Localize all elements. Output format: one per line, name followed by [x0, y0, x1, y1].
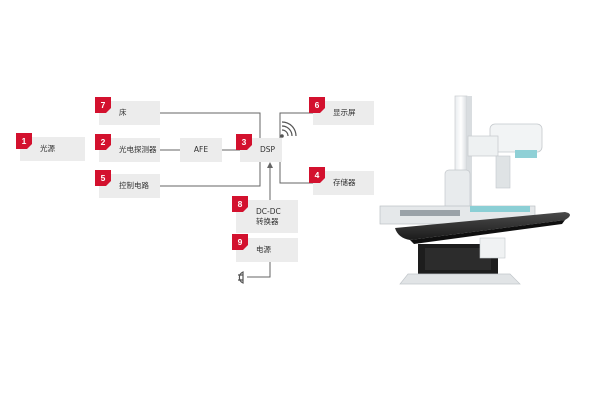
block-control-circuit: 5 控制电路 [95, 170, 160, 198]
wire-control-dsp [160, 162, 261, 187]
wireless-icon [280, 121, 297, 138]
block-light-source: 1 光源 [16, 133, 85, 161]
label-bed: 床 [119, 108, 127, 117]
block-bed: 7 床 [95, 97, 160, 125]
label-dcdc: DC-DC 转换器 [256, 207, 281, 227]
badge-display: 6 [309, 97, 325, 113]
label-storage: 存储器 [333, 178, 356, 187]
block-photodetector: 2 光电探测器 [95, 134, 160, 162]
wire-dsp-storage [279, 162, 313, 184]
arrow-head [267, 162, 273, 168]
badge-bed: 7 [95, 97, 111, 113]
block-afe: AFE [180, 138, 222, 162]
block-display: 6 显示屏 [309, 97, 374, 125]
label-control-circuit: 控制电路 [119, 181, 149, 190]
label-photodetector: 光电探测器 [119, 145, 157, 154]
badge-photodetector: 2 [95, 134, 111, 150]
block-dsp: 3 DSP [236, 134, 282, 162]
block-dcdc: 8 DC-DC 转换器 [232, 196, 298, 233]
label-dsp: DSP [260, 145, 276, 154]
badge-storage: 4 [309, 167, 325, 183]
block-power: 9 电源 [232, 234, 298, 262]
label-dcdc-line1: DC-DC [256, 207, 281, 216]
block-storage: 4 存储器 [309, 167, 374, 195]
badge-power: 9 [232, 234, 248, 250]
label-afe: AFE [193, 145, 209, 154]
label-display: 显示屏 [333, 108, 356, 117]
wire-plug-power [247, 262, 271, 278]
badge-dcdc: 8 [232, 196, 248, 212]
label-dcdc-line2: 转换器 [256, 217, 279, 226]
xray-machine-image [379, 95, 570, 285]
power-plug-icon [238, 271, 244, 284]
badge-light-source: 1 [16, 133, 32, 149]
badge-control-circuit: 5 [95, 170, 111, 186]
badge-dsp: 3 [236, 134, 252, 150]
wire-dsp-display [279, 112, 313, 146]
wire-bed-dsp [160, 112, 261, 138]
label-light-source: 光源 [40, 144, 55, 153]
label-power: 电源 [256, 245, 271, 254]
